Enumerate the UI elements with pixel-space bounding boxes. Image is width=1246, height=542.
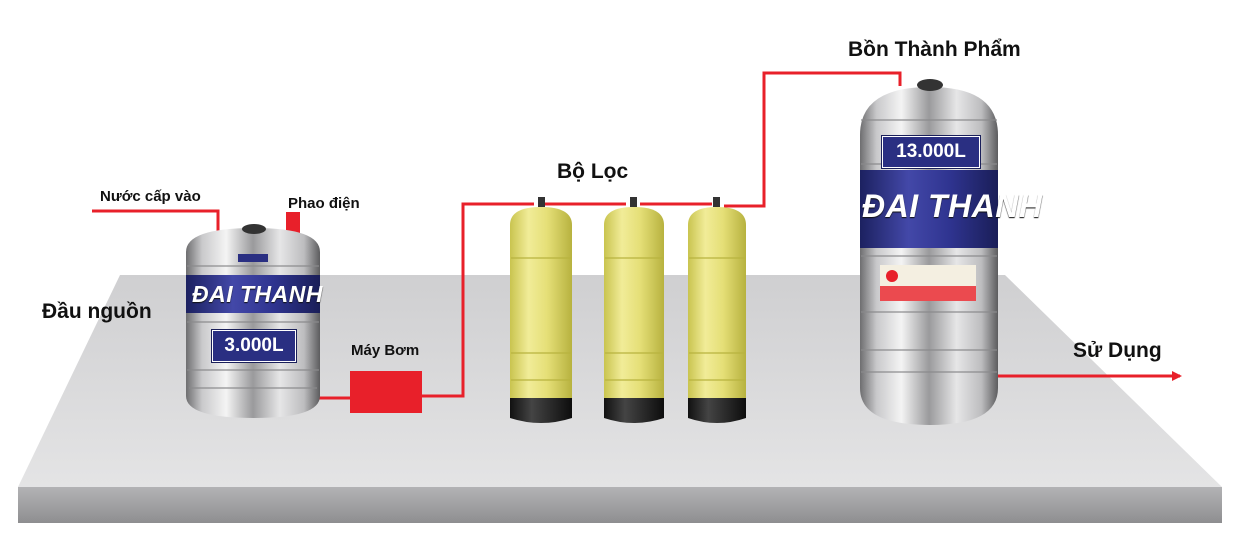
large-tank-brand-band [860, 170, 998, 248]
pump [350, 371, 422, 413]
label-may-bom: Máy Bơm [351, 342, 420, 359]
pipe-filters-to-big-tank [724, 71, 902, 208]
large-tank-brand: ĐAI THANH [862, 188, 1043, 224]
iso-certificate-sticker [880, 265, 976, 301]
pipe-pump-to-filters [420, 202, 534, 398]
filter-3 [688, 197, 746, 423]
filter-1 [510, 197, 572, 423]
large-tank-cap [917, 79, 943, 91]
label-bo-loc: Bộ Lọc [557, 160, 629, 183]
platform-front [18, 487, 1222, 523]
label-su-dung: Sử Dụng [1073, 339, 1162, 362]
inlet-pipe [92, 209, 220, 232]
label-bon-thanh-pham: Bồn Thành Phẩm [848, 38, 1021, 61]
label-phao-dien: Phao điện [288, 195, 360, 212]
small-tank-brand: ĐAI THANH [192, 281, 323, 307]
small-tank-cap [242, 224, 266, 234]
large-tank-capacity: 13.000L [882, 136, 980, 168]
label-nuoc-cap-vao: Nước cấp vào [100, 188, 201, 205]
filter-2 [604, 197, 664, 423]
float-switch [286, 212, 300, 234]
pipes [92, 71, 1182, 400]
small-tank-capacity: 3.000L [212, 330, 296, 362]
small-tank-brand-band [186, 275, 320, 313]
small-tank-label-plate [238, 254, 268, 262]
small-tank [186, 224, 320, 418]
large-tank [860, 79, 998, 425]
label-dau-nguon: Đầu nguồn [42, 300, 152, 323]
